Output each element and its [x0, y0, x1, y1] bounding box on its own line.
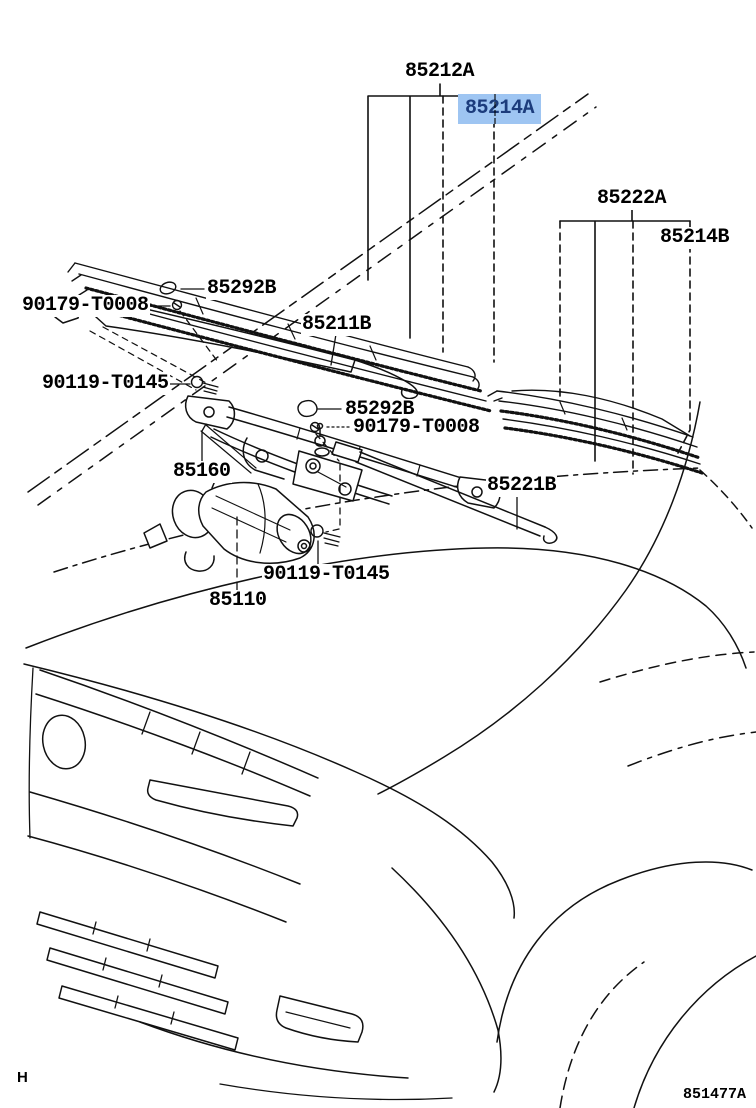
cap-85292B — [159, 281, 177, 295]
fender-line-dash — [627, 731, 756, 767]
fog-lamp-outline — [275, 995, 364, 1043]
grille-top — [39, 669, 319, 779]
part-label-85214B[interactable]: 85214B — [659, 226, 731, 249]
right-wiper-blade-drawing — [487, 389, 704, 475]
bumper-grille-divider — [92, 921, 175, 1025]
left-wiper-arm-drawing — [54, 300, 419, 400]
windshield-side-base — [377, 401, 701, 795]
page-mark: H — [17, 1069, 28, 1086]
bolt-90119 — [190, 375, 204, 389]
part-label-90119-T0145-lower[interactable]: 90119-T0145 — [262, 563, 391, 586]
part-label-85221B[interactable]: 85221B — [486, 474, 558, 497]
bolt-90119 — [310, 524, 324, 538]
part-label-85110[interactable]: 85110 — [208, 589, 268, 612]
bumper-grille-bar — [36, 911, 219, 979]
part-label-85222A[interactable]: 85222A — [596, 187, 668, 210]
part-label-90179-T0008-upper[interactable]: 90179-T0008 — [21, 294, 150, 317]
hood-rear-edge — [25, 547, 747, 669]
hood-front-edge — [23, 663, 516, 919]
bumper-grille-bar — [58, 985, 239, 1051]
a-pillar-line — [27, 93, 589, 493]
wheel-arch-inner — [559, 961, 645, 1108]
windshield-base-dash — [699, 469, 753, 529]
bumper-line — [27, 835, 287, 923]
grille-bottom — [35, 693, 311, 797]
body-left-edge — [28, 667, 34, 839]
a-pillar-line — [37, 106, 597, 506]
wiper-linkage-drawing — [184, 395, 501, 509]
nut-90179 — [171, 299, 183, 311]
part-label-90119-T0145-upper[interactable]: 90119-T0145 — [41, 372, 170, 395]
bumper-corner — [391, 867, 502, 1093]
fog-lamp-inner — [285, 1011, 351, 1029]
emblem-circle — [41, 714, 87, 770]
grille-slat — [141, 711, 251, 775]
cowl-centerline — [53, 467, 701, 573]
right-wiper-arm-drawing — [314, 422, 558, 544]
part-label-85212A[interactable]: 85212A — [404, 60, 476, 83]
wheel-arch-outer — [633, 955, 756, 1108]
headlight-outline — [146, 779, 299, 827]
part-label-90179-T0008-lower[interactable]: 90179-T0008 — [352, 416, 481, 439]
part-label-85292B-upper[interactable]: 85292B — [206, 277, 278, 300]
wiper-motor-drawing — [143, 470, 315, 572]
part-label-85292B-lower[interactable]: 85292B — [344, 398, 416, 421]
part-label-85211B[interactable]: 85211B — [301, 313, 373, 336]
bracket-85212A — [367, 83, 495, 363]
cap-85292B — [297, 399, 318, 418]
bumper-lower-lip — [139, 1021, 409, 1079]
bumper-top — [29, 791, 301, 885]
part-label-85160[interactable]: 85160 — [172, 460, 232, 483]
fender-line-dash — [599, 651, 755, 683]
car-body-drawing — [23, 93, 756, 1108]
fastener-drawings — [159, 281, 341, 547]
bumper-grille-bar — [46, 947, 229, 1015]
figure-code: 851477A — [683, 1086, 747, 1103]
nut-90179 — [309, 421, 321, 433]
bracket-85222A — [559, 207, 691, 475]
part-label-85214A-highlighted[interactable]: 85214A — [458, 94, 542, 124]
wheel-arch — [496, 861, 753, 1043]
bumper-bottom-edge — [219, 1083, 453, 1101]
